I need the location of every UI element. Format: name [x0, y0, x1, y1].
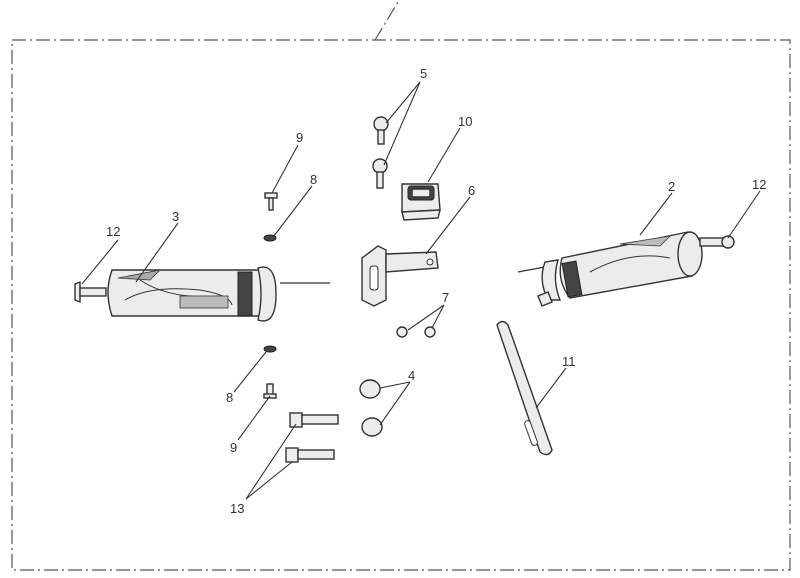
callout-4: 4 [408, 368, 415, 383]
strap-part [496, 320, 553, 456]
left-grip-part [107, 266, 330, 322]
upper-screw-and-washer-part [263, 192, 278, 242]
callout-5: 5 [420, 66, 427, 81]
callout-3: 3 [172, 209, 179, 224]
switch-block-part [401, 183, 441, 221]
callout-9-top: 9 [296, 130, 303, 145]
frame-break-line [374, 1, 399, 41]
callout-9-bottom: 9 [230, 440, 237, 455]
callout-7: 7 [442, 290, 449, 305]
bolts-part [285, 412, 339, 463]
callout-12-right: 12 [752, 177, 766, 192]
right-bar-end-plug-part [699, 235, 735, 249]
small-nuts-part [396, 326, 436, 338]
callout-8-bottom: 8 [226, 390, 233, 405]
callout-11: 11 [562, 354, 576, 369]
dash-dot-frame [11, 39, 791, 571]
nuts-part [359, 379, 383, 437]
left-bar-end-plug-part [74, 280, 107, 304]
callout-2: 2 [668, 179, 675, 194]
lower-screw-and-washer-part [263, 345, 277, 399]
callout-13: 13 [230, 501, 244, 516]
right-grip-part [517, 231, 703, 307]
callout-12-left: 12 [106, 224, 120, 239]
callout-6: 6 [468, 183, 475, 198]
callout-10: 10 [458, 114, 472, 129]
callout-8-top: 8 [310, 172, 317, 187]
mounting-bracket-part [361, 245, 439, 307]
upper-screws-part [372, 116, 389, 189]
leader-lines [81, 81, 761, 500]
